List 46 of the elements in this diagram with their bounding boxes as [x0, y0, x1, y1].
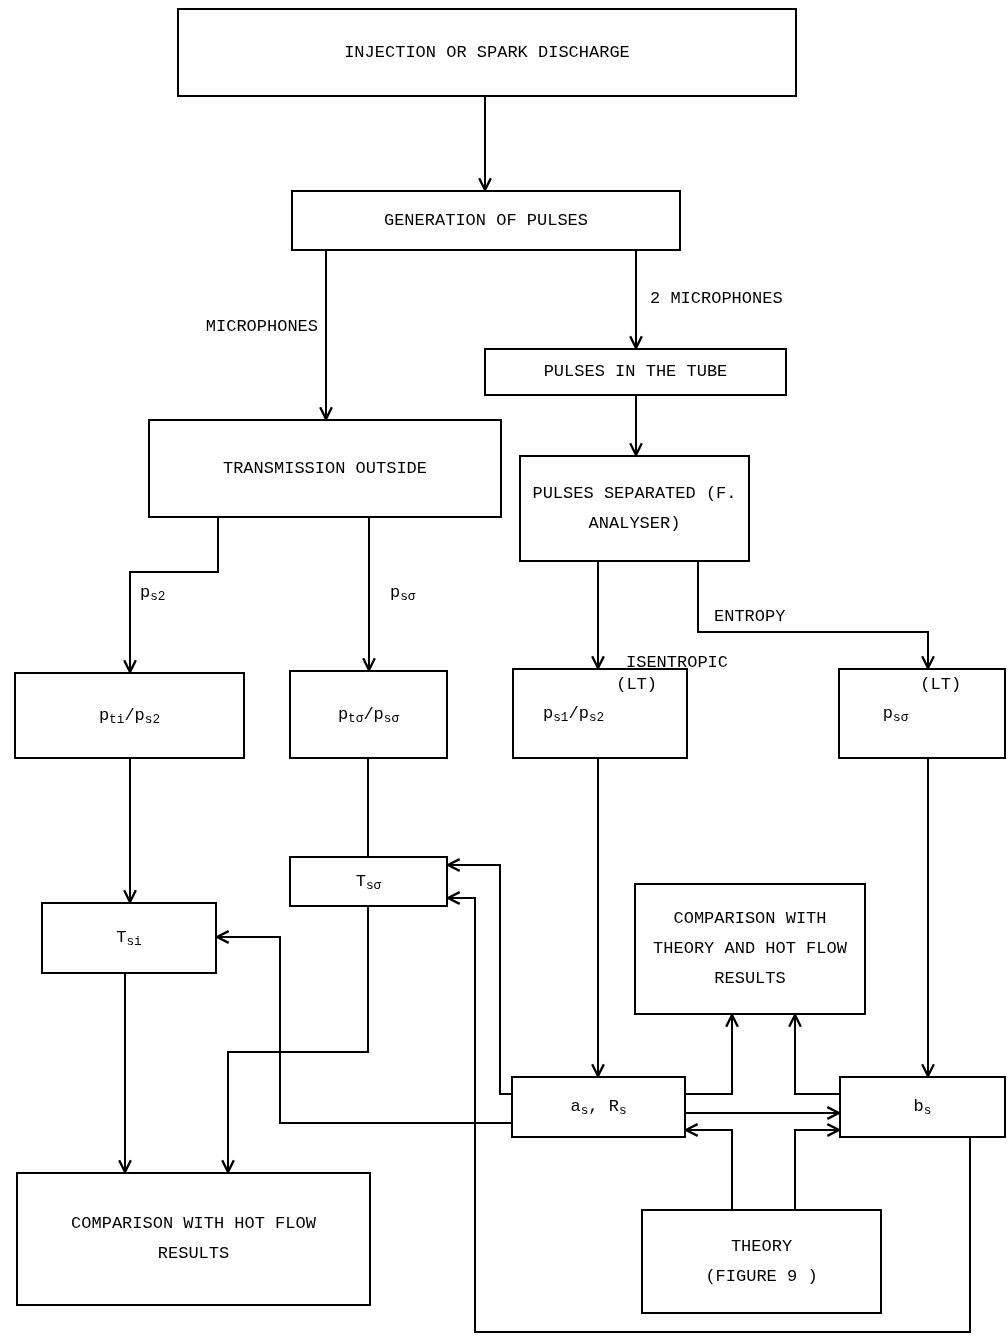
process-box: [16, 1172, 371, 1306]
process-box: [511, 1076, 686, 1138]
process-box: [14, 672, 245, 759]
box-text: b$_{s}$: [913, 1096, 932, 1121]
box-text: THEORY: [730, 1235, 793, 1258]
arrow: [118, 973, 132, 1174]
box-text: PULSES IN THE TUBE: [543, 361, 728, 383]
box-text: TRANSMISSION OUTSIDE: [222, 457, 427, 480]
arrow: [319, 250, 333, 421]
arrow: [794, 1123, 841, 1210]
process-box: [634, 883, 866, 1015]
arrow: [685, 1013, 739, 1095]
arrow: [123, 758, 137, 904]
arrow: [478, 96, 492, 192]
process-box: [484, 348, 787, 396]
box-text: GENERATION OF PULSES: [383, 209, 588, 232]
box-text: a$_{s}$, R$_{s}$: [570, 1096, 627, 1121]
process-box: [641, 1209, 882, 1314]
arrow: [123, 517, 219, 674]
box-text: (LT): [920, 674, 962, 696]
process-box: [41, 902, 217, 974]
arrow: [788, 1013, 840, 1095]
arrow: [685, 1106, 841, 1120]
arrow: [591, 561, 605, 670]
arrow: [921, 758, 935, 1078]
box-text: INJECTION OR SPARK DISCHARGE: [344, 41, 630, 64]
process-box: [512, 668, 688, 759]
process-box: [838, 668, 1006, 759]
box-text: (LT): [616, 674, 657, 696]
arrow: [591, 758, 605, 1078]
process-box: [839, 1076, 1006, 1138]
box-text: COMPARISON WITH HOT FLOW RESULTS: [70, 1213, 317, 1265]
box-text: COMPARISON WITH THEORY AND HOT FLOW RESULTS: [652, 908, 848, 990]
process-box: [519, 455, 750, 562]
box-text: PULSES SEPARATED (F. ANALYSER): [531, 482, 738, 535]
process-box: [289, 670, 448, 759]
arrow: [629, 395, 643, 457]
process-box: [177, 8, 797, 97]
arrow: [697, 561, 935, 670]
arrow: [362, 517, 376, 672]
arrow: [629, 250, 643, 350]
arrow: [221, 906, 369, 1174]
process-box: [148, 419, 502, 518]
process-box: [289, 856, 448, 907]
box-text: (FIGURE 9 ): [705, 1265, 818, 1288]
process-box: [291, 190, 681, 251]
